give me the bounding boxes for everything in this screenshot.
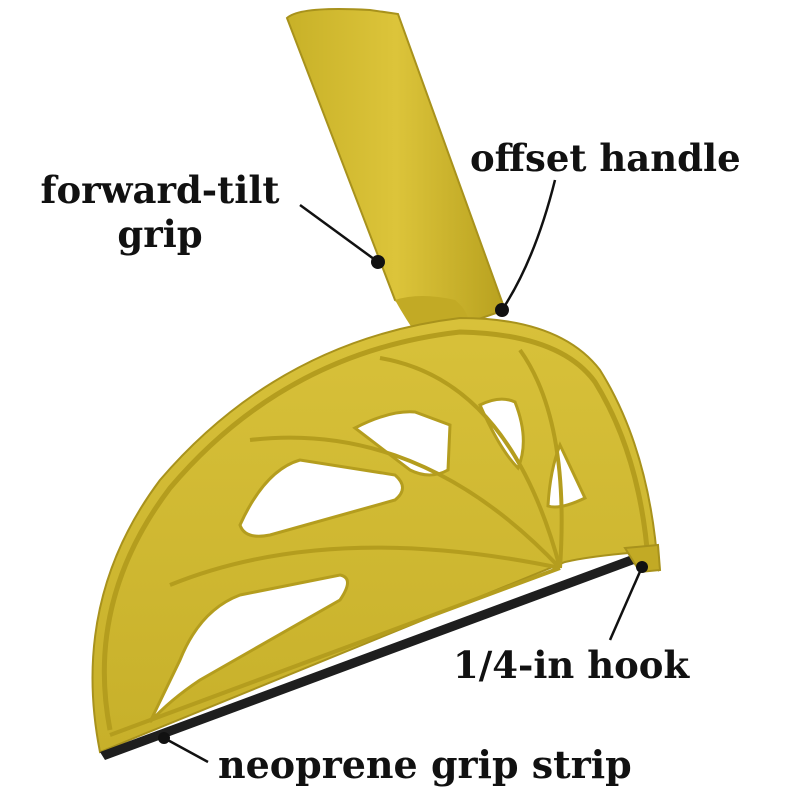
leader-handle: [500, 179, 557, 311]
leader-handle-dot: [495, 303, 509, 317]
leader-strip: [163, 736, 209, 764]
cutout: [238, 458, 404, 538]
label-grip-line2: grip: [117, 212, 203, 256]
leader-grip: [299, 203, 379, 264]
leader-hook: [608, 566, 644, 641]
label-hook: 1/4-in hook: [453, 643, 690, 687]
leader-grip-dot: [371, 255, 385, 269]
leader-hook-dot: [636, 561, 648, 573]
neoprene-grip-strip: [100, 552, 645, 760]
label-forward-tilt-grip: forward-tilt grip: [20, 168, 300, 256]
leader-lines: [158, 179, 648, 764]
leader-strip-dot: [158, 732, 170, 744]
cutout: [148, 573, 349, 724]
hook: [623, 543, 662, 574]
label-neoprene-strip: neoprene grip strip: [218, 742, 632, 787]
push-block-body: [91, 316, 660, 754]
label-offset-handle: offset handle: [470, 136, 741, 180]
cutout: [352, 410, 452, 477]
label-grip-line1: forward-tilt: [40, 168, 280, 212]
